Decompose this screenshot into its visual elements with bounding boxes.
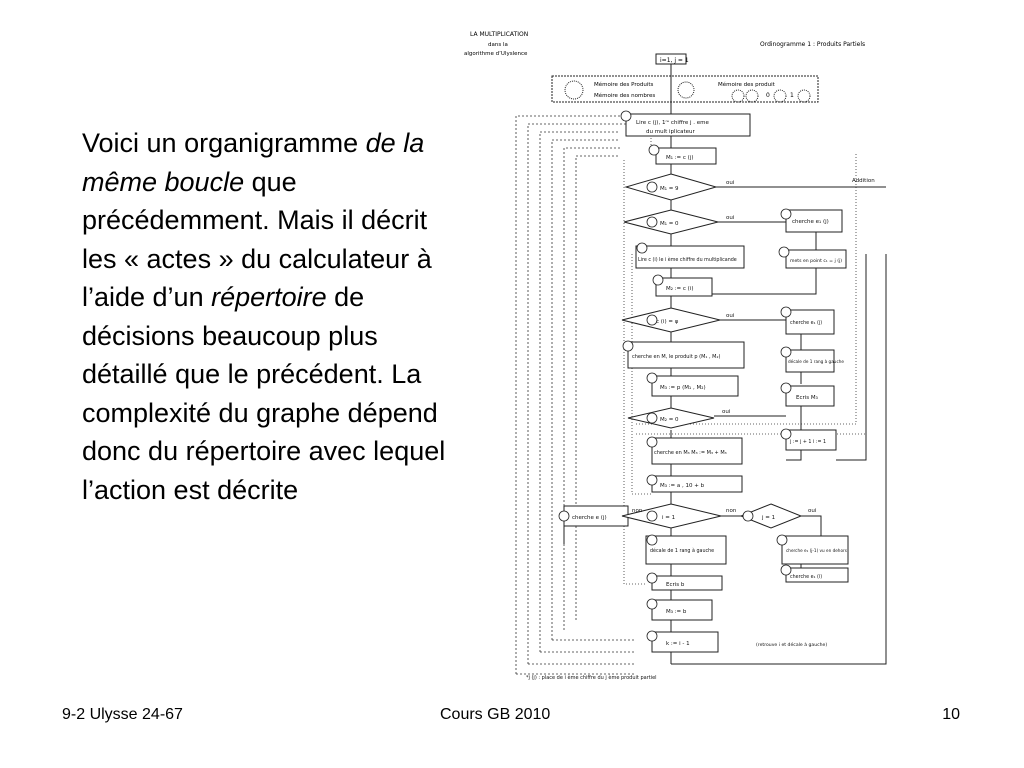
fig-step-29: (retrouve i et décale à gauche): [756, 641, 827, 648]
fig-step-20: k := i - 1: [666, 641, 690, 647]
fig-step-8: c (i) = φ: [656, 319, 679, 325]
fig-label-oui-1: oui: [726, 180, 735, 186]
fig-step-17: décale de 1 rang à gauche: [650, 547, 714, 554]
fig-step-14: cherche e (j): [572, 515, 607, 521]
fig-step-6: Lire c (i) le i ème chiffre du multiplic…: [638, 256, 737, 263]
fig-step-22: mets en point c₁ = j (j): [790, 258, 842, 264]
fig-box-26: [785, 429, 837, 451]
fig-step-1: Lire c (j), 1ʳᵉ chiffre j . eme: [636, 119, 710, 126]
fig-header-left-3: algorithme d’Ulyslence: [464, 51, 528, 57]
footer-page-number: 10: [942, 706, 960, 723]
fig-diamond-11: [627, 407, 715, 429]
fig-step-11: M₂ = 0: [660, 417, 679, 423]
fig-step-10: M₃ := p (M₁ , M₂): [660, 385, 706, 391]
fig-step-9: cherche en M, le produit p (M₁ , M₂): [632, 354, 720, 360]
fig-step-23: cherche e₁ (j): [790, 320, 822, 326]
fig-box-12: [651, 437, 743, 465]
fig-step-13: M₃ := a , 10 + b: [660, 483, 705, 489]
fig-step-4: M₁ = 9: [660, 186, 679, 192]
fig-box-17: [645, 535, 727, 565]
fig-step-25: Ecris M₃: [796, 395, 818, 401]
fig-box-21: [785, 209, 843, 233]
fig-label-addition: Addition: [852, 178, 875, 184]
fig-step-16: j = 1: [761, 515, 775, 521]
fig-diamond-4: [624, 173, 718, 201]
fig-box-7: [655, 277, 713, 297]
body-text-part: de décisions beaucoup plus détaillé que …: [82, 282, 446, 505]
fig-step-19: M₃ := b: [666, 609, 687, 615]
fig-box-18: [651, 575, 723, 591]
fig-step-2: du mult iplicateur: [646, 129, 695, 135]
fig-step-3: M₁ := c (j): [666, 155, 694, 161]
flowchart-scan: LA MULTIPLICATION dans la algorithme d’U…: [464, 31, 887, 681]
fig-step-5: M₁ = 0: [660, 221, 679, 227]
fig-step-18: Ecris b: [666, 582, 685, 588]
fig-box-22: [785, 249, 847, 269]
fig-step-26: j := j + 1 i := 1: [789, 439, 826, 445]
fig-top-box-text: i=1, j = 1: [660, 57, 689, 64]
fig-box-27: [781, 535, 849, 565]
fig-footnote: *j (j) : place de i ème chiffre du j ème…: [526, 674, 657, 681]
body-text-part: que précédemment. Mais il décrit les « a…: [82, 166, 432, 313]
fig-diamond-5: [623, 209, 719, 235]
fig-label-non-1: non: [632, 508, 643, 514]
fig-step-12: cherche en M₃ M₃ := M₃ + M₃: [654, 450, 727, 456]
fig-step-15: i = 1: [662, 515, 675, 521]
fig-label-oui-4: oui: [722, 409, 731, 415]
fig-box-1: [625, 113, 751, 137]
fig-memory-right-0: 0: [766, 92, 770, 99]
fig-box-20: [651, 631, 719, 653]
fig-step-27: cherche e₁ (j-1) vu en dehors: [786, 548, 847, 553]
fig-label-oui-3: oui: [726, 313, 735, 319]
fig-memory-right-1: 1: [790, 92, 794, 99]
fig-box-25: [785, 385, 835, 407]
fig-diamond-8: [621, 307, 721, 333]
fig-step-24: décale de 1 rang à gauche: [788, 359, 844, 364]
slide-body-text: Voici un organigramme de la même boucle …: [82, 124, 452, 509]
fig-memory-box: [551, 75, 819, 103]
fig-memory-right: Mémoire des produit: [718, 81, 776, 88]
fig-header-right: Ordinogramme 1 : Produits Partiels: [760, 41, 865, 48]
fig-header-left-1: LA MULTIPLICATION: [470, 31, 528, 38]
fig-step-21: cherche e₁ (j): [792, 219, 829, 225]
fig-box-6: [635, 245, 745, 269]
body-text-italic-part: répertoire: [211, 282, 327, 312]
fig-step-28: cherche e₁ (i): [790, 574, 822, 580]
fig-diamond-15: [621, 503, 722, 529]
body-text-part: Voici un organigramme: [82, 128, 366, 158]
fig-memory-1: Mémoire des Produits: [594, 81, 654, 88]
fig-box-19: [651, 599, 713, 621]
fig-label-oui-5: oui: [808, 508, 817, 514]
fig-memory-2: Mémoire des nombres: [594, 92, 655, 99]
fig-label-non-2: non: [726, 508, 737, 514]
fig-label-oui-2: oui: [726, 215, 735, 221]
fig-step-7: M₂ := c (i): [666, 286, 694, 292]
fig-header-left-2: dans la: [488, 42, 508, 48]
body-text-italic-part: de la même boucle: [82, 128, 425, 197]
fig-box-23: [785, 309, 835, 335]
fig-box-24: [785, 349, 835, 373]
fig-box-9: [627, 341, 745, 369]
fig-box-3: [655, 147, 717, 165]
footer-left: 9-2 Ulysse 24-67: [62, 706, 183, 723]
fig-box-10: [651, 375, 739, 397]
footer-center: Cours GB 2010: [440, 706, 551, 723]
